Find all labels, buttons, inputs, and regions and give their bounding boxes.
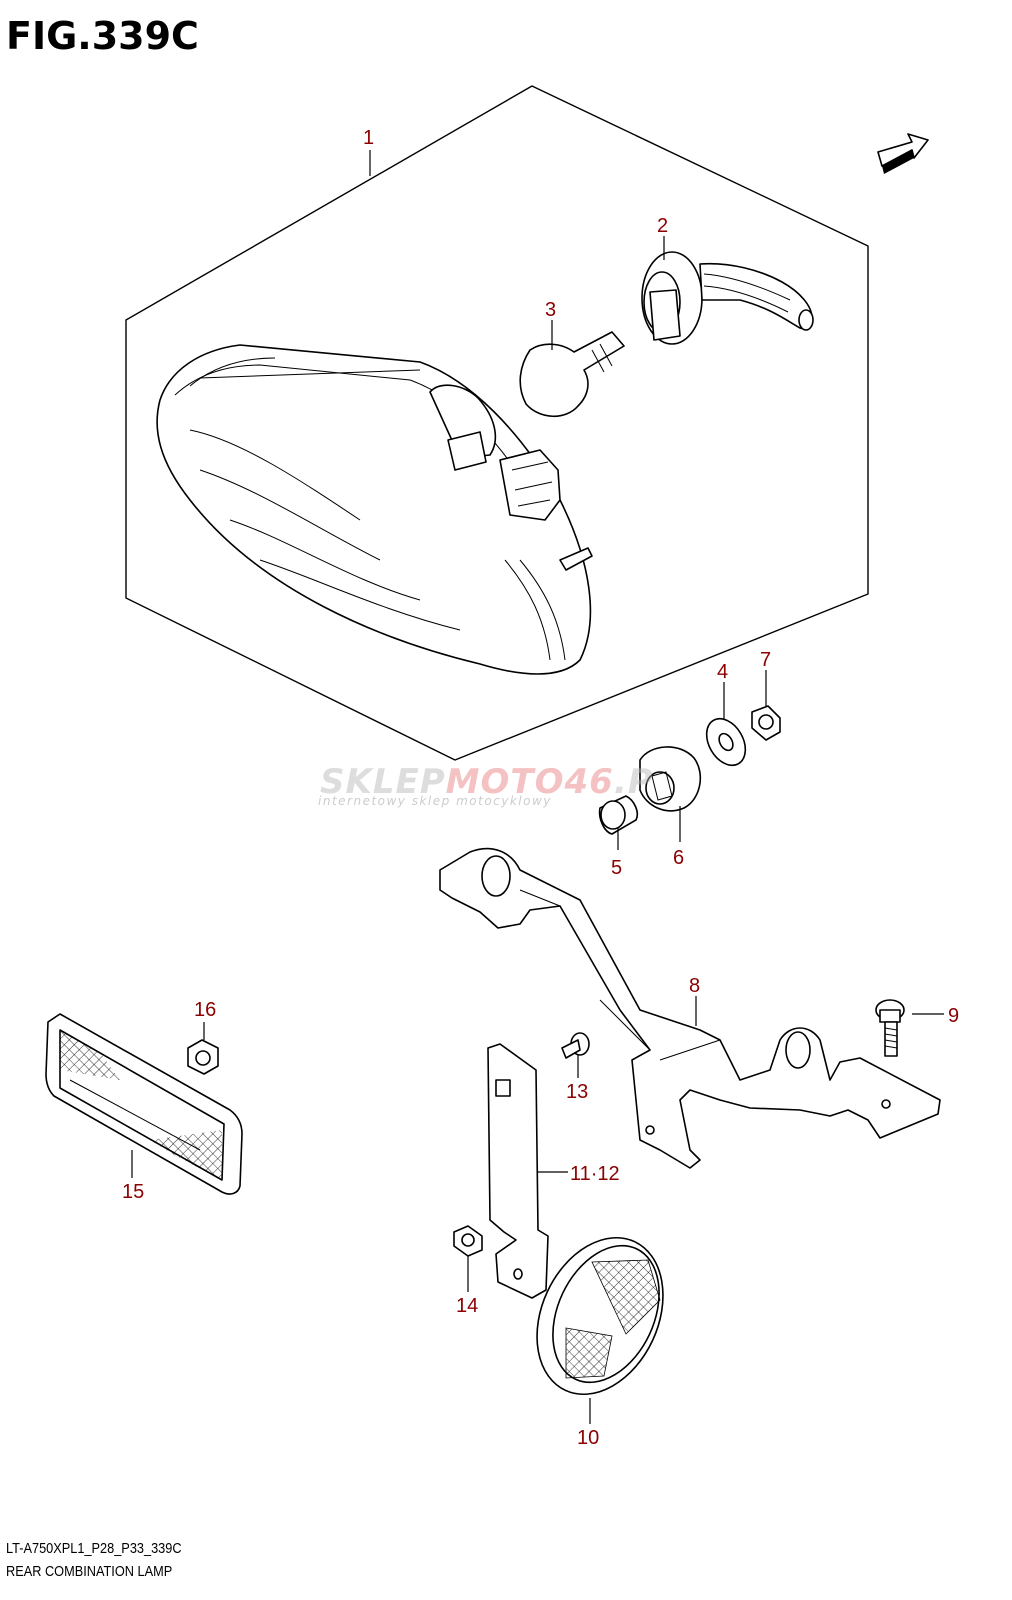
reflector-bracket: [487, 1043, 549, 1299]
callout-4: 4: [717, 661, 728, 683]
bolt: [875, 999, 905, 1057]
assembly-outline: [125, 85, 869, 761]
watermark-suffix: .P: [613, 762, 654, 802]
watermark-tagline: internetowy sklep motocyklowy: [318, 794, 552, 808]
callout-1: 1: [363, 127, 374, 149]
side-reflector-nut: [187, 1039, 219, 1075]
figure-name: REAR COMBINATION LAMP: [6, 1563, 173, 1580]
lamp-bracket: [439, 847, 941, 1169]
washer: [705, 717, 747, 767]
callout-14: 14: [456, 1295, 478, 1317]
figure-title: FIG.339C: [6, 14, 199, 58]
callout-15: 15: [122, 1181, 144, 1203]
callout-11-12: 11·12: [570, 1163, 620, 1185]
callout-16: 16: [194, 999, 216, 1021]
figure-code: LT-A750XPL1_P28_P33_339C: [6, 1540, 182, 1557]
reflector-nut: [453, 1225, 483, 1257]
round-reflector: [536, 1236, 664, 1396]
collar: [598, 795, 639, 835]
callout-5: 5: [611, 857, 622, 879]
watermark-red: MOTO46: [445, 762, 614, 802]
callout-10: 10: [577, 1427, 599, 1449]
watermark-logo: SKLEPMOTO46.P: [320, 762, 654, 802]
callout-3: 3: [545, 299, 556, 321]
callout-2: 2: [657, 215, 668, 237]
bulb: [519, 331, 625, 417]
bulb-socket: [641, 251, 814, 345]
callout-6: 6: [673, 847, 684, 869]
screw: [561, 1032, 590, 1059]
callout-8: 8: [689, 975, 700, 997]
nut: [751, 705, 781, 741]
direction-arrow-icon: [877, 133, 929, 174]
grommet: [639, 746, 702, 812]
callout-13: 13: [566, 1081, 588, 1103]
watermark-gray: SKLEP: [320, 762, 446, 802]
side-reflector: [45, 1013, 243, 1195]
callout-9: 9: [948, 1005, 959, 1027]
callout-7: 7: [760, 649, 771, 671]
leader-lines: [131, 150, 944, 1424]
lamp-housing: [156, 344, 593, 675]
